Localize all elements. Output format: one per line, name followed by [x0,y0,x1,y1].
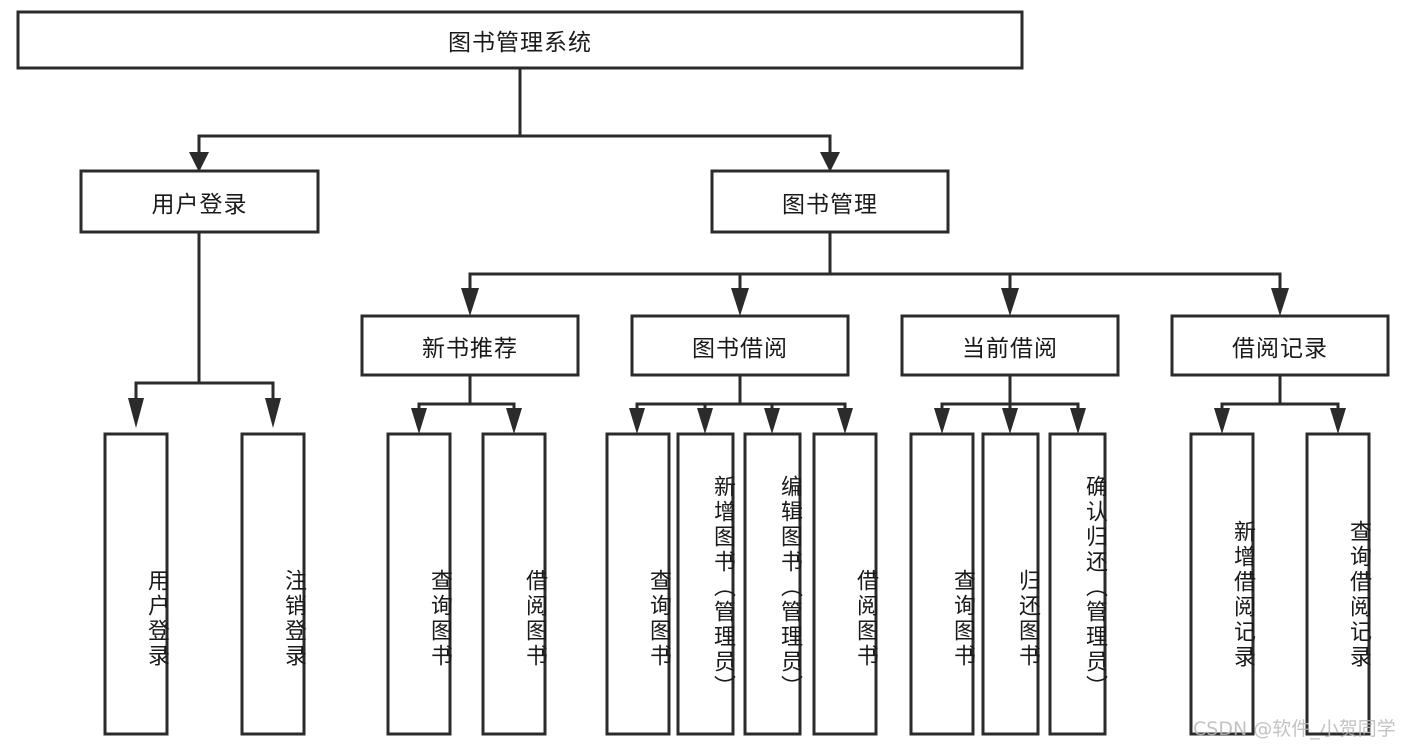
leaf-box-query-book-2[interactable] [605,432,671,736]
arrow-leaf-borrow-book-2 [837,408,853,434]
arrow-borrowrecord [1271,288,1289,316]
arrow-bookborrow [731,288,749,316]
node-box-new-book-recommend[interactable] [360,314,580,377]
arrow-leaf-add-book [697,408,713,434]
arrow-book-management [820,152,840,172]
node-box-borrow-record[interactable] [1170,314,1390,377]
arrow-leaf-edit-book [764,408,780,434]
arrow-leaf-query-book-1 [411,408,427,434]
arrow-user-login [189,152,209,172]
csdn-watermark: CSDN @软件_小贺同学 [1193,718,1396,740]
node-box-title[interactable] [16,10,1024,70]
arrow-leaf-user-login [128,398,144,428]
leaf-box-borrow-book-1[interactable] [481,432,547,736]
arrow-leaf-confirm-return [1070,408,1086,434]
edges-root [128,66,1346,434]
leaf-box-add-record[interactable] [1189,432,1255,736]
arrow-currentborrow [1001,288,1019,316]
leaf-box-query-record[interactable] [1305,432,1371,736]
arrow-leaf-query-book-3 [934,408,950,434]
leaf-box-add-book[interactable] [676,432,735,736]
arrow-leaf-return-book [1002,408,1018,434]
leaf-box-borrow-book-2[interactable] [812,432,878,736]
leaf-box-logout-login[interactable] [240,432,306,736]
arrow-leaf-logout-login [265,398,281,428]
arrow-leaf-query-record [1330,408,1346,434]
node-box-current-borrow[interactable] [900,314,1120,377]
node-box-book-borrow[interactable] [630,314,850,377]
leaf-box-confirm-return[interactable] [1048,432,1107,736]
arrow-leaf-query-book-2 [629,408,645,434]
leaf-box-query-book-3[interactable] [909,432,975,736]
node-box-user-login[interactable] [79,169,320,234]
leaf-box-return-book[interactable] [981,432,1040,736]
leaf-box-user-login[interactable] [103,432,169,736]
leaf-box-query-book-1[interactable] [386,432,452,736]
leaf-box-edit-book[interactable] [743,432,802,736]
arrow-leaf-add-record [1214,408,1230,434]
nodes-root [16,10,1390,736]
arrow-leaf-borrow-book-1 [506,408,522,434]
node-box-book-management[interactable] [710,169,950,234]
arrow-newbook [461,288,479,316]
